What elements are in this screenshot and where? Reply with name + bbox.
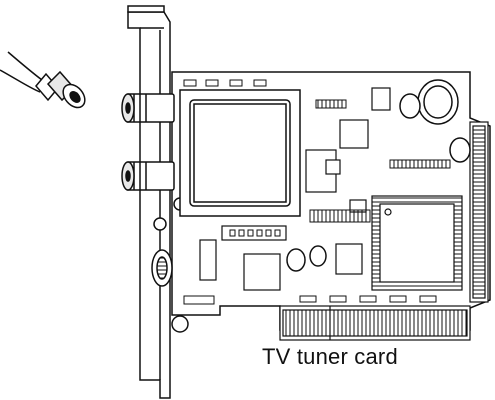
rf-connector-bottom — [121, 161, 175, 191]
main-processor-chip — [371, 195, 463, 291]
coaxial-cable — [0, 51, 43, 93]
mounting-bracket — [127, 5, 171, 399]
tuner-module — [179, 89, 301, 217]
capacitors — [286, 79, 471, 272]
rf-connector-top — [121, 93, 175, 123]
diagram-caption: TV tuner card — [262, 344, 398, 369]
right-connector-strip — [469, 121, 489, 303]
small-components — [183, 79, 451, 305]
cable-connector — [35, 70, 86, 109]
pci-edge-connector — [279, 305, 471, 341]
bracket-port — [151, 197, 189, 333]
